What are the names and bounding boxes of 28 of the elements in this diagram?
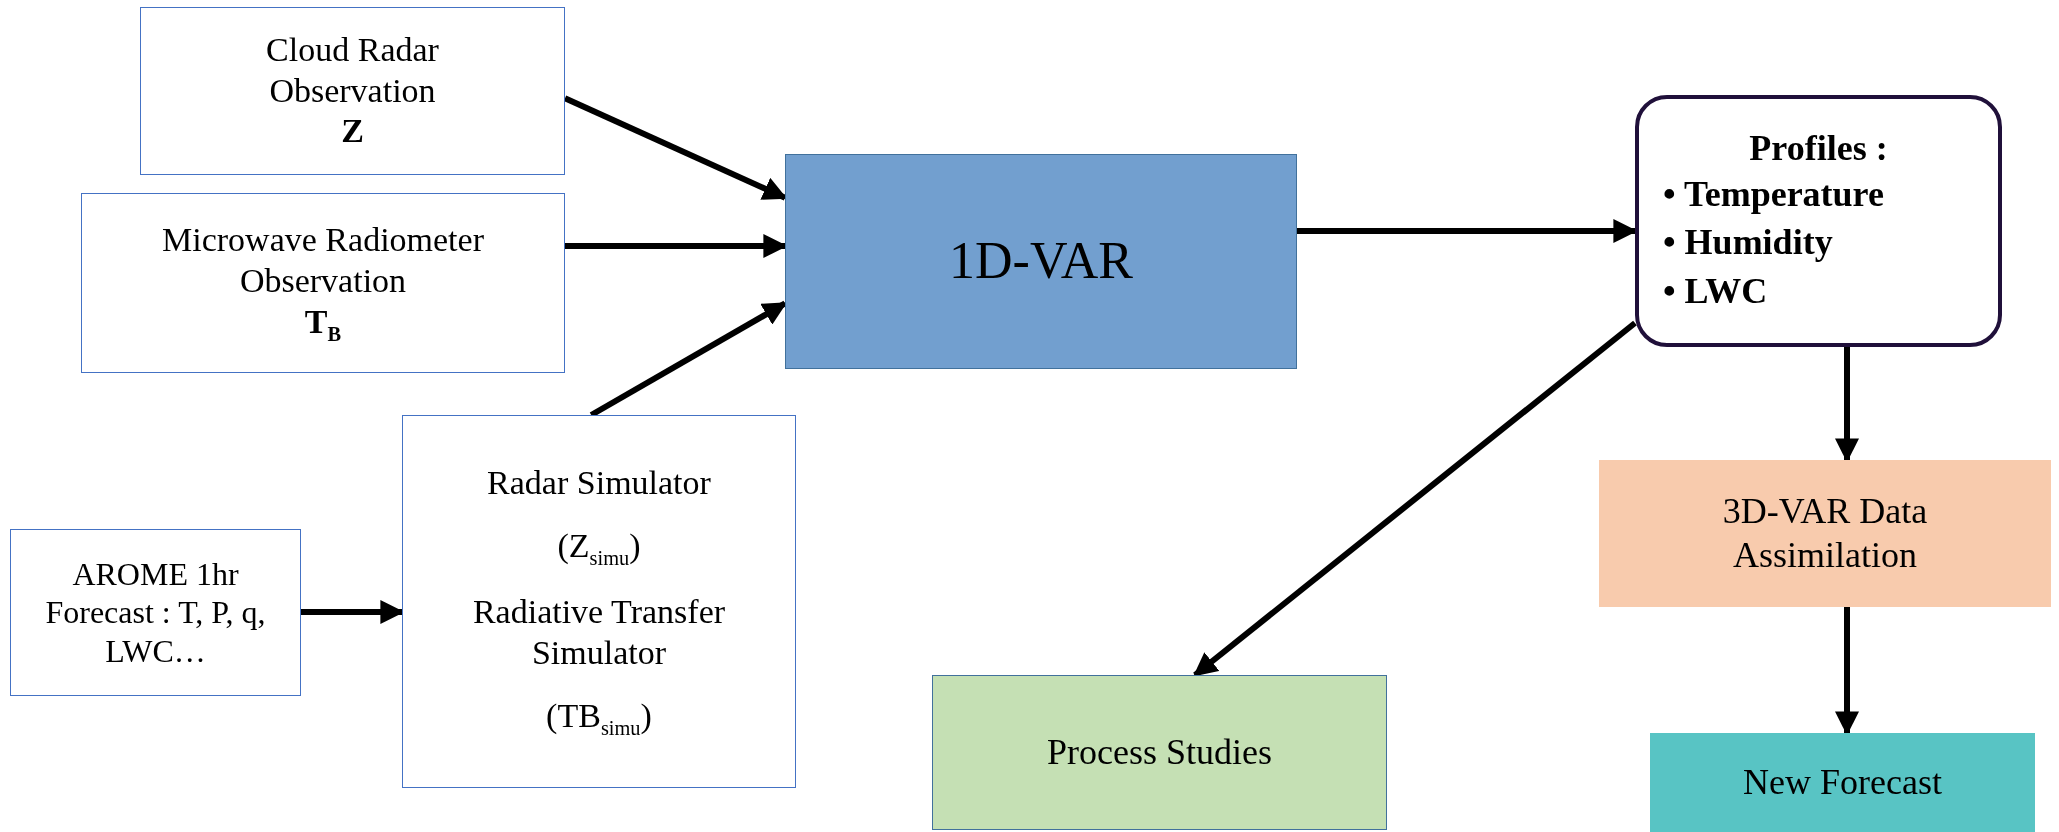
process-box <box>402 415 796 788</box>
box-text: (Z$_{simu}$) <box>557 525 641 571</box>
box-text: New Forecast <box>1743 760 1942 804</box>
process-box <box>10 529 301 696</box>
process-box <box>81 193 565 373</box>
process-box <box>140 7 565 175</box>
box-text: Radiative Transfer Simulator <box>471 592 727 673</box>
process-box <box>785 154 1297 369</box>
process-box <box>1650 733 2035 832</box>
arrow <box>1835 607 1859 736</box>
box-text: AROME 1hr Forecast : T, P, q, LWC… <box>44 554 267 671</box>
box-text: T$_{B}$ <box>304 301 342 346</box>
box-text: Cloud Radar Observation <box>265 29 440 111</box>
box-text: 3D-VAR Data Assimilation <box>1721 490 1929 577</box>
bullet-item: • LWC <box>1663 269 1769 313</box>
bullet-item: • Temperature <box>1663 172 1885 216</box>
box-text: Process Studies <box>1047 730 1272 774</box>
box-text: Z <box>341 111 364 152</box>
process-box <box>932 675 1387 830</box>
arrow <box>1835 347 1859 463</box>
box-text: Radar Simulator <box>487 463 711 503</box>
box-text: 1D-VAR <box>949 231 1133 292</box>
bullet-item: • Humidity <box>1663 221 1834 265</box>
box-text: Microwave Radiometer Observation <box>161 220 485 301</box>
box-text: (TB$_{simu}$) <box>546 695 652 740</box>
process-box <box>1599 460 2051 607</box>
heading-text: Profiles : <box>1749 126 1888 170</box>
process-box <box>1635 95 2002 347</box>
